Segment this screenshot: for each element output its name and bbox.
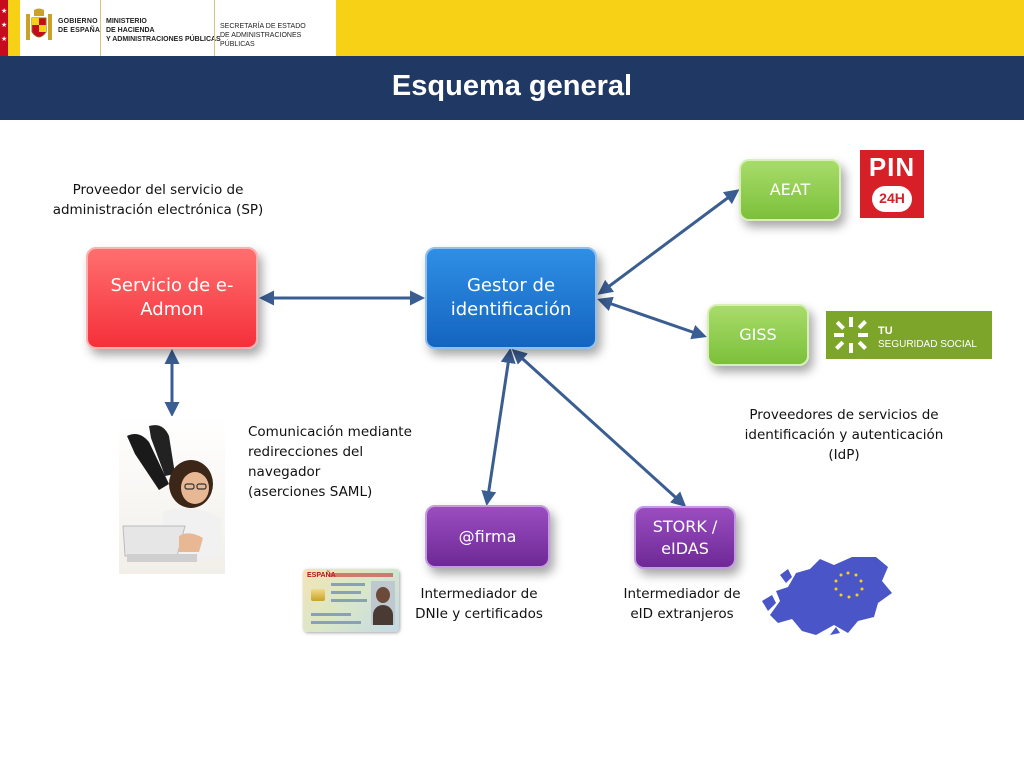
arrow-gestor-firma [481,348,516,506]
header-separator [214,0,215,56]
user-with-laptop-image [119,416,225,574]
pin-24h-logo: PIN 24H [860,150,924,218]
chip-icon [311,589,325,601]
seguridad-social-logo: TU SEGURIDAD SOCIAL [826,311,992,359]
idp-label: Proveedores de servicios de identificaci… [744,407,944,463]
sp-label: Proveedor del servicio de administración… [52,182,264,218]
arrow-gestor-stork [511,348,687,508]
firma-node: @firma [425,505,550,568]
title-bar [0,56,1024,120]
portrait-icon [371,581,395,625]
secretaria-text: SECRETARÍA DE ESTADO DE ADMINISTRACIONES… [220,23,306,48]
header-separator [100,0,101,56]
stork-eidas-node: STORK /eIDAS [634,506,736,569]
coat-of-arms-icon [26,8,52,40]
europe-map-icon [762,557,892,635]
aeat-node: AEAT [739,159,841,221]
gov-text: GOBIERNO DE ESPAÑA [58,18,101,34]
giss-node: GISS [707,304,809,366]
arrow-gestor-giss [597,296,707,340]
ministry-text: MINISTERIO DE HACIENDA Y ADMINISTRACIONE… [106,18,221,43]
sun-burst-icon [834,317,868,353]
arrow-gestor-aeat [597,189,740,295]
page-title: Esquema general [391,70,633,102]
servicio-eadmon-node: Servicio de e-Admon [86,247,258,349]
communication-label: Comunicación mediante redirecciones del … [248,424,412,500]
firma-description: Intermediador de DNIe y certificados [415,586,543,622]
stork-description: Intermediador de eID extranjeros [623,586,741,622]
dnie-card-image: ESPAÑA [303,569,399,632]
eu-flag-strip: ★ ★ ★ [0,0,20,56]
government-logo-block: ★ ★ ★ GOBIERNO DE ESPAÑA MINISTERIO DE H… [0,0,336,56]
